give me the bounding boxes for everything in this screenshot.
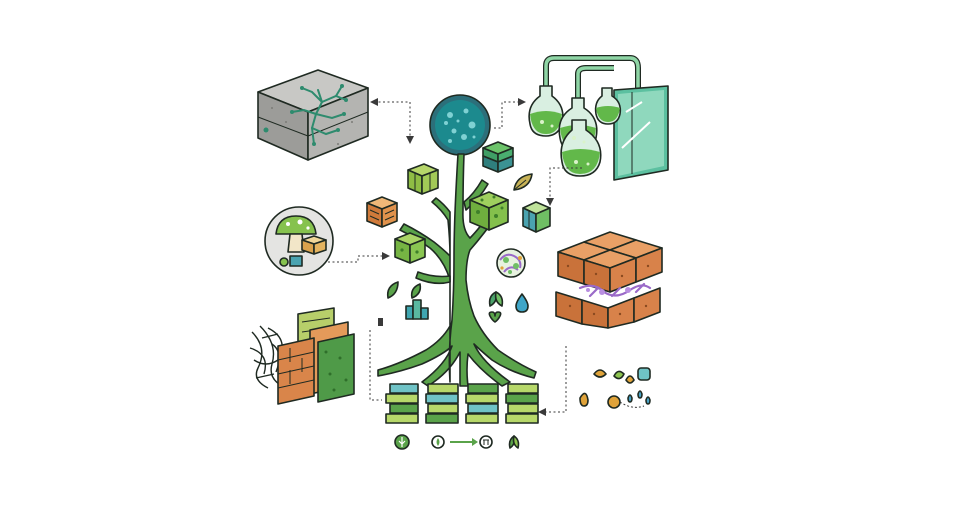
bioreactor-flasks (522, 52, 669, 182)
mycelium-concrete-block (252, 62, 372, 162)
flame-circle-icon (431, 435, 445, 449)
mushroom-to-brick-badge (262, 204, 336, 278)
layered-cube (481, 140, 515, 174)
fiber-panels-stack (248, 307, 360, 405)
teal-cube-icon (522, 201, 551, 233)
leaf-small (512, 172, 534, 192)
fiber-panels-icon (249, 307, 355, 405)
concrete-block-icon (257, 69, 369, 161)
process-arrow-icon (450, 438, 478, 446)
sprout-small-icon (508, 435, 520, 449)
moss-cube-left-icon (394, 232, 426, 264)
hyphae-cluster (494, 246, 528, 280)
green-cube-top (404, 160, 442, 198)
layered-panels-row (382, 382, 542, 428)
petri-dish (428, 93, 492, 157)
leaf-icon (513, 173, 533, 191)
flasks-icon (528, 55, 669, 181)
cube-icon (407, 163, 439, 195)
teal-cube-stack (520, 200, 552, 234)
spores-droplets-icon (579, 367, 651, 409)
moss-cube-left (392, 230, 428, 266)
brick-grid-with-hyphae (550, 222, 670, 329)
connector-bricks-to-panels (538, 346, 567, 416)
moss-cube-icon (469, 191, 509, 231)
wood-cube (364, 194, 400, 230)
sprout-icon (386, 281, 422, 299)
sprout-leaves (384, 280, 424, 300)
moss-cube (466, 188, 512, 234)
mushroom-brick-icon (264, 206, 334, 276)
layered-panels-icon (385, 383, 539, 424)
petri-dish-icon (429, 94, 491, 156)
process-icons-row (392, 432, 532, 452)
city-buildings (404, 296, 430, 320)
layered-cube-icon (482, 141, 514, 173)
leaf-circle-icon (394, 434, 410, 450)
sprout-heart (484, 290, 534, 326)
nutrient-droplets-cluster (572, 360, 664, 416)
hyphae-cluster-icon (496, 248, 526, 278)
process-icons (394, 434, 520, 450)
brick-grid-icon (555, 231, 663, 329)
recycle-circle-icon (479, 435, 493, 449)
wood-cube-icon (366, 196, 398, 228)
connector-concrete-to-tree (370, 98, 414, 144)
sprout-heart-icon (488, 291, 529, 323)
city-icon (405, 299, 429, 320)
